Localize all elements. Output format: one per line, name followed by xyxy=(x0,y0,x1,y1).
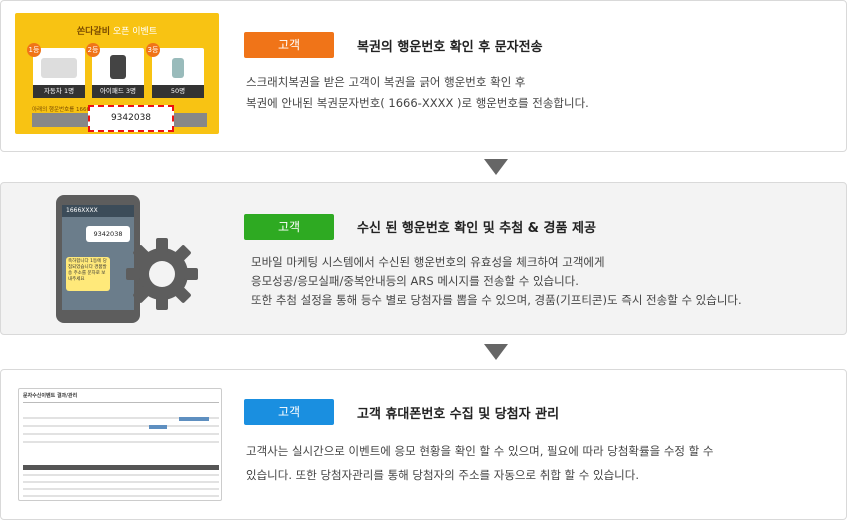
desc-line: 응모성공/응모실패/중복안내등의 ARS 메시지를 전송할 수 있습니다. xyxy=(251,274,579,288)
phone-icon: 1666XXXX 9342038 축하합니다 1등에 당첨되었습니다 경품발송 … xyxy=(56,195,140,323)
prize-3: 3등 50명 xyxy=(146,43,204,98)
ticket-brand: 쏜다갈비 xyxy=(76,27,110,37)
step-3-title: 고객 휴대폰번호 수집 및 당첨자 관리 xyxy=(357,407,560,422)
prize-rank: 2등 xyxy=(86,43,100,57)
step-3-badge: 고객 xyxy=(244,399,334,425)
step-2-desc: 모바일 마케팅 시스템에서 수신된 행운번호의 유효성을 체크하여 고객에게 응… xyxy=(251,253,742,310)
step-2-badge: 고객 xyxy=(244,214,334,240)
desc-line: 있습니다. 또한 당첨자관리를 통해 당첨자의 주소를 자동으로 취합 할 수 … xyxy=(246,468,640,482)
car-icon xyxy=(41,58,77,78)
gear-icon xyxy=(126,238,198,310)
sms-code: 9342038 xyxy=(86,226,130,242)
admin-header: 문자수신이벤트 결과/관리 xyxy=(23,393,78,399)
step-2-title: 수신 된 행운번호 확인 및 추첨 & 경품 제공 xyxy=(357,221,596,236)
down-triangle-icon xyxy=(484,344,508,360)
desc-line: 모바일 마케팅 시스템에서 수신된 행운번호의 유효성을 체크하여 고객에게 xyxy=(251,255,605,269)
ticket-heading: 쏜다갈비 오픈 이벤트 xyxy=(15,24,219,37)
sms-sender: 1666XXXX xyxy=(62,205,134,217)
step-1-badge: 고객 xyxy=(244,32,334,58)
admin-screenshot: 문자수신이벤트 결과/관리 xyxy=(18,388,222,501)
step-1-title: 복권의 행운번호 확인 후 문자전송 xyxy=(357,40,543,55)
down-triangle-icon xyxy=(484,159,508,175)
desc-line: 스크래치복권을 받은 고객이 복권을 긁어 행운번호 확인 후 xyxy=(246,75,526,89)
coffee-icon xyxy=(172,58,184,78)
lucky-number: 9342038 xyxy=(88,105,174,132)
desc-line: 고객사는 실시간으로 이벤트에 응모 현황을 확인 할 수 있으며, 필요에 따… xyxy=(246,444,714,458)
prize-rank: 1등 xyxy=(27,43,41,57)
phone-screen: 1666XXXX 9342038 축하합니다 1등에 당첨되었습니다 경품발송 … xyxy=(62,205,134,310)
step-1-desc: 스크래치복권을 받은 고객이 복권을 긁어 행운번호 확인 후 복권에 안내된 … xyxy=(246,72,589,114)
tablet-icon xyxy=(110,55,126,79)
prize-label: 아이패드 3명 xyxy=(92,85,144,98)
ticket-event: 오픈 이벤트 xyxy=(110,27,158,37)
prize-label: 자동차 1명 xyxy=(33,85,85,98)
step-3-desc: 고객사는 실시간으로 이벤트에 응모 현황을 확인 할 수 있으며, 필요에 따… xyxy=(246,439,713,487)
desc-line: 또한 추첨 설정을 통해 등수 별로 당첨자를 뽑을 수 있으며, 경품(기프티… xyxy=(251,293,742,307)
prize-rank: 3등 xyxy=(146,43,160,57)
desc-line: 복권에 안내된 복권문자번호( 1666-XXXX )로 행운번호를 전송합니다… xyxy=(246,96,589,110)
prize-label: 50명 xyxy=(152,85,204,98)
sms-reply: 축하합니다 1등에 당첨되었습니다 경품발송 주소를 문자로 보내주세요 xyxy=(66,257,110,291)
